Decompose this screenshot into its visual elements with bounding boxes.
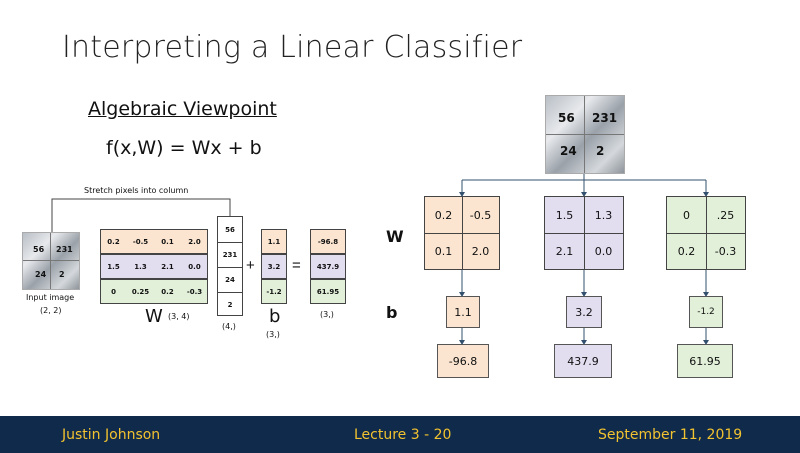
tree-b-label: b: [386, 303, 398, 322]
formula: f(x,W) = Wx + b: [106, 137, 262, 159]
input-image: 56 231 24 2: [22, 232, 80, 290]
footer-lecture: Lecture 3 - 20: [354, 427, 452, 443]
matrix-cell: 0.1: [161, 238, 174, 246]
matrix-cell: 0: [111, 288, 116, 296]
plus-sign: +: [246, 257, 255, 274]
matrix-cell: 0.2: [107, 238, 120, 246]
footer-bar: [0, 416, 800, 453]
b-cell: 3.2: [267, 263, 281, 271]
tree-pixel: 24: [560, 144, 577, 158]
x-cell: 24: [225, 276, 235, 284]
b-vector: 1.1 3.2 -1.2: [261, 229, 287, 304]
matrix-cell: 1.5: [107, 263, 120, 271]
x-vector: 56 231 24 2: [217, 216, 243, 316]
equals-sign: =: [292, 257, 301, 274]
output-cell: -96.8: [317, 238, 339, 246]
weight-cell: 2.1: [555, 244, 574, 258]
input-pixel: 24: [35, 270, 47, 279]
input-pixel: 56: [33, 245, 45, 254]
matrix-row: [100, 229, 208, 254]
slide-title: Interpreting a Linear Classifier: [62, 30, 523, 65]
input-pixel: 2: [59, 270, 65, 279]
footer-date: September 11, 2019: [598, 427, 743, 443]
x-cell: 2: [227, 301, 233, 309]
matrix-row: [100, 254, 208, 279]
x-cell: 56: [225, 226, 235, 234]
output-cell: 437.9: [316, 263, 340, 271]
matrix-cell: -0.5: [132, 238, 149, 246]
section-heading: Algebraic Viewpoint: [88, 98, 277, 120]
weight-cell: -0.5: [469, 208, 492, 222]
weight-matrix: 0.2 -0.5 0.1 2.0 1.5 1.3 2.1 0.0 0 0.25 …: [100, 229, 208, 304]
weight-cell: 2.0: [471, 244, 490, 258]
class-weight-grid: 1.5 1.3 2.1 0.0: [544, 196, 624, 270]
matrix-cell: 0.2: [161, 288, 174, 296]
weight-cell: 0.2: [677, 244, 696, 258]
matrix-cell: 0.25: [131, 288, 150, 296]
weight-cell: 1.3: [594, 208, 613, 222]
class-score: 437.9: [554, 344, 612, 378]
x-cell: 231: [222, 251, 238, 259]
matrix-cell: -0.3: [186, 288, 203, 296]
weight-cell: -0.3: [714, 244, 737, 258]
input-shape: (2, 2): [40, 306, 62, 315]
class-weight-grid: 0.2 -0.5 0.1 2.0: [424, 196, 500, 270]
stretch-label: Stretch pixels into column: [84, 186, 189, 195]
class-bias: 3.2: [566, 296, 602, 328]
matrix-cell: 2.0: [188, 238, 201, 246]
b-shape: (3,): [266, 330, 280, 339]
tree-pixel: 2: [596, 144, 605, 158]
tree-w-label: W: [386, 227, 404, 246]
x-shape: (4,): [222, 322, 236, 331]
b-label: b: [269, 306, 281, 327]
class-bias: -1.2: [689, 296, 723, 328]
weight-cell: 1.5: [555, 208, 574, 222]
matrix-cell: 0.0: [188, 263, 201, 271]
weight-cell: 0.0: [594, 244, 613, 258]
tree-pixel: 231: [592, 111, 618, 125]
input-pixel: 231: [56, 245, 73, 254]
b-cell: 1.1: [267, 238, 281, 246]
class-score: 61.95: [677, 344, 733, 378]
w-label: W: [145, 306, 163, 327]
weight-cell: 0.2: [434, 208, 453, 222]
class-weight-grid: 0 .25 0.2 -0.3: [666, 196, 746, 270]
matrix-cell: 1.3: [134, 263, 147, 271]
output-shape: (3,): [320, 310, 334, 319]
b-cell: -1.2: [266, 288, 282, 296]
class-score: -96.8: [437, 344, 489, 378]
weight-cell: 0.1: [434, 244, 453, 258]
output-vector: -96.8 437.9 61.95: [310, 229, 346, 304]
matrix-row: [100, 279, 208, 304]
class-bias: 1.1: [446, 296, 480, 328]
weight-cell: 0: [683, 208, 690, 222]
weight-cell: .25: [716, 208, 735, 222]
input-label: Input image: [26, 293, 75, 302]
tree-pixel: 56: [558, 111, 575, 125]
output-cell: 61.95: [316, 288, 340, 296]
footer-author: Justin Johnson: [62, 427, 161, 443]
tree-input-image: 56 231 24 2: [545, 95, 625, 174]
w-shape: (3, 4): [168, 312, 190, 321]
matrix-cell: 2.1: [161, 263, 174, 271]
